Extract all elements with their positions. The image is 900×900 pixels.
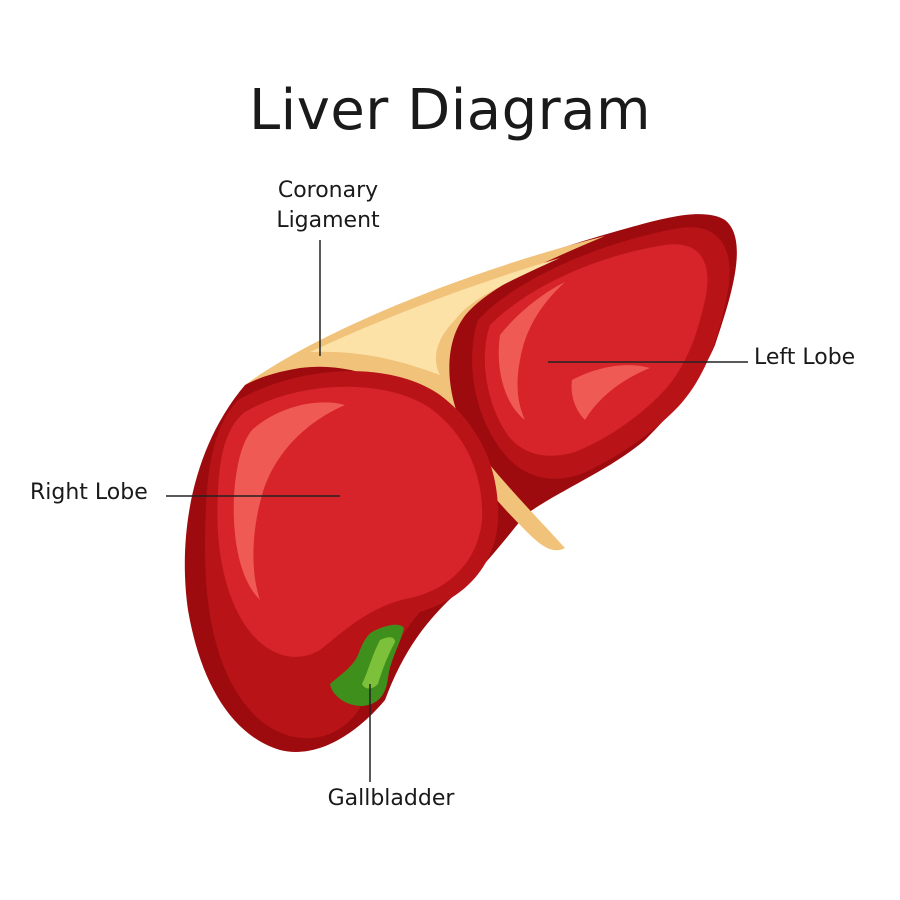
right-lobe-highlight: [233, 402, 345, 600]
label-coronary-line1: Coronary: [277, 178, 379, 203]
label-coronary-ligament: Coronary Ligament: [258, 176, 398, 236]
page-title: Liver Diagram: [248, 78, 652, 143]
left-lobe-highlight-2: [571, 365, 650, 420]
coronary-ligament-highlight: [310, 258, 560, 375]
label-right-lobe: Right Lobe: [30, 480, 148, 505]
left-lobe-highlight: [498, 282, 565, 420]
label-left-lobe: Left Lobe: [754, 345, 856, 370]
label-gallbladder: Gallbladder: [327, 786, 455, 811]
label-coronary-line2: Ligament: [276, 208, 380, 233]
right-lobe-main: [217, 386, 483, 657]
gallbladder-highlight: [362, 637, 395, 689]
